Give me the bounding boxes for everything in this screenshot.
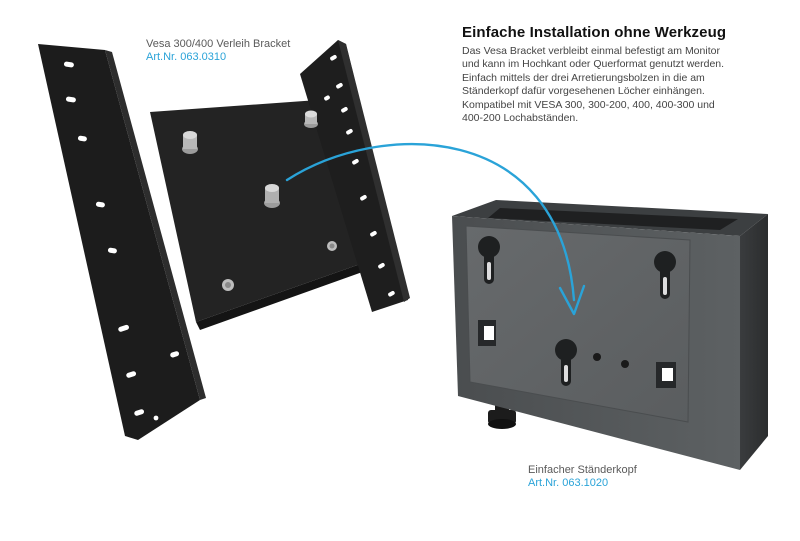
bracket-article-number: Art.Nr. 063.0310 [146, 51, 227, 63]
vesa-bracket [38, 40, 410, 440]
description: Das Vesa Bracket verbleibt einmal befest… [462, 45, 772, 125]
bracket-center-plate [150, 100, 366, 322]
description-line: Einfach mittels der drei Arretierungsbol… [462, 71, 705, 84]
stand-head-plate [465, 225, 691, 423]
stand-head-article-number: Art.Nr. 063.1020 [528, 477, 609, 489]
description-line: 400-200 Lochabständen. [462, 112, 579, 125]
bolt-top-right [304, 110, 318, 128]
bracket-bolts [182, 110, 337, 291]
bolt-center [264, 184, 280, 208]
stand-head-name: Einfacher Ständerkopf [528, 464, 637, 476]
bracket-caption: Vesa 300/400 Verleih Bracket Art.Nr. 063… [146, 38, 290, 64]
install-arrow [285, 142, 586, 316]
page-title: Einfache Installation ohne Werkzeug [462, 24, 727, 41]
description-line: Ständerkopf dafür vorgesehenen Löcher ei… [462, 85, 705, 98]
bolt-top-left [182, 131, 198, 154]
bracket-right-rail [300, 40, 408, 312]
bracket-left-rail [38, 44, 200, 440]
stand-head-side [740, 214, 768, 470]
stand-head-caption: Einfacher Ständerkopf Art.Nr. 063.1020 [528, 464, 637, 490]
adjuster-foot [488, 398, 516, 429]
bracket-name: Vesa 300/400 Verleih Bracket [146, 38, 291, 50]
info-block: Einfache Installation ohne Werkzeug Das … [462, 24, 772, 125]
description-line: und kann im Hochkant oder Querformat gen… [462, 58, 725, 71]
description-line: Kompatibel mit VESA 300, 300-200, 400, 4… [462, 98, 715, 111]
description-line: Das Vesa Bracket verbleibt einmal befest… [462, 45, 720, 57]
stand-head [452, 200, 768, 470]
